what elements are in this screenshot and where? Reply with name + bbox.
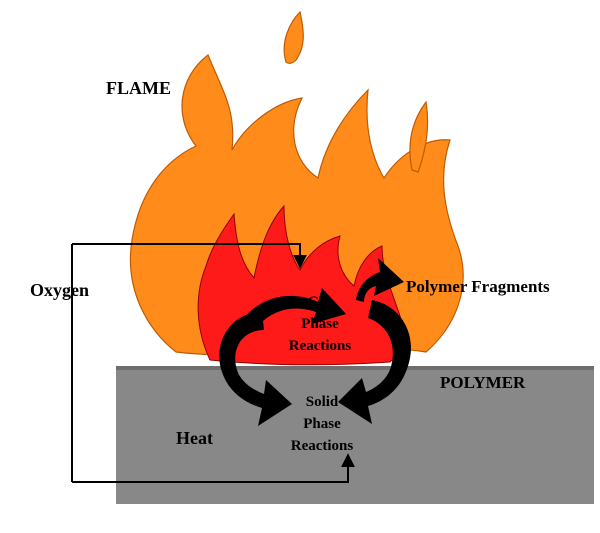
solid-phase-label: Solid Phase Reactions — [291, 394, 354, 454]
flame-tongue-top — [283, 10, 304, 64]
solid-phase-line-2: Phase — [303, 416, 341, 432]
gas-phase-line-3: Reactions — [289, 338, 352, 354]
solid-phase-line-1: Solid — [306, 394, 339, 410]
oxygen-loop — [71, 243, 355, 483]
gas-phase-line-2: Phase — [301, 316, 339, 332]
solid-phase-line-3: Reactions — [291, 438, 354, 454]
reaction-cycle-arrows — [219, 258, 411, 426]
flame-tongue-right — [409, 100, 429, 173]
gas-phase-line-1: Gas — [307, 294, 332, 310]
polymer-label: POLYMER — [440, 373, 526, 392]
polymer-fragments-label: Polymer Fragments — [406, 277, 550, 296]
cycle-arrow-gas-top — [244, 288, 346, 326]
oxygen-label: Oxygen — [30, 280, 89, 300]
cycle-arrow-right — [338, 300, 411, 424]
gas-phase-label: Gas Phase Reactions — [289, 294, 352, 354]
oxygen-arrow-bottom — [72, 453, 355, 483]
oxygen-arrow-top — [72, 243, 307, 269]
flame-label: FLAME — [106, 78, 171, 98]
cycle-arrow-left — [219, 312, 292, 426]
cycle-arrow-fragments — [356, 258, 404, 302]
polymer-slab-edge — [116, 366, 594, 370]
heat-label: Heat — [176, 428, 213, 448]
